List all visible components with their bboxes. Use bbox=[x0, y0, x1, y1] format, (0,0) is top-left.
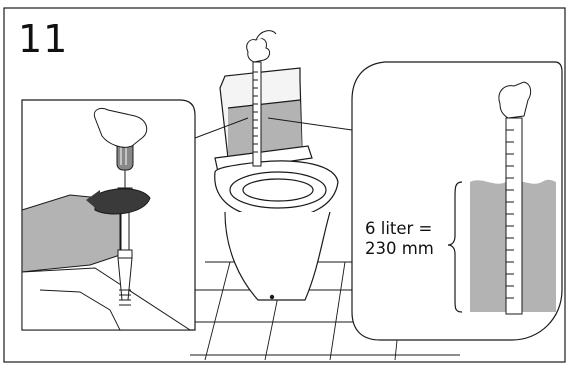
hand-icon bbox=[247, 31, 276, 62]
left-inset bbox=[22, 100, 195, 330]
toilet-icon bbox=[215, 68, 338, 300]
measuring-stick-icon bbox=[253, 62, 261, 166]
ruler-icon bbox=[506, 118, 522, 314]
volume-label: 6 liter = bbox=[365, 219, 432, 238]
step-number: 11 bbox=[18, 20, 68, 58]
right-inset bbox=[352, 62, 562, 340]
height-label: 230 mm bbox=[365, 239, 434, 258]
